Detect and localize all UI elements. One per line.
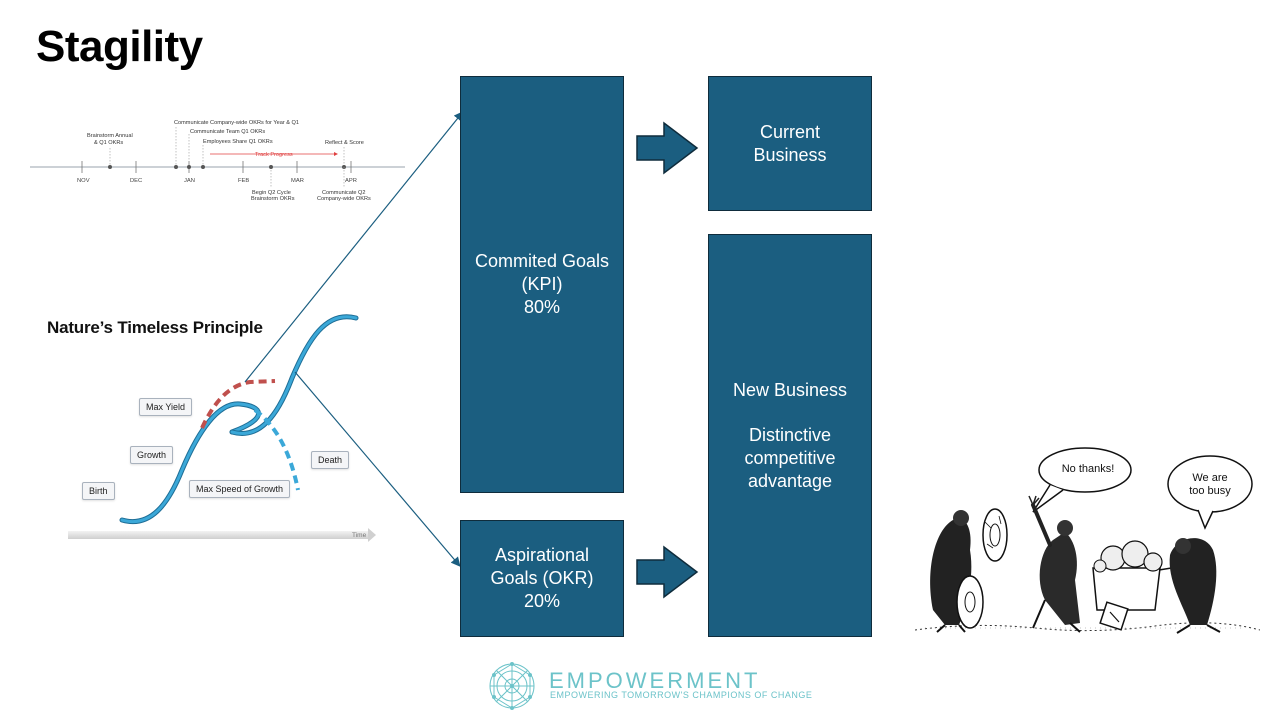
aspirational-goals-box: Aspirational Goals (OKR) 20% <box>460 520 624 637</box>
box-text: Business <box>753 144 827 165</box>
time-axis-label: Time <box>352 532 367 539</box>
current-business-box: Current Business <box>708 76 872 211</box>
speech-bubble-right-text: We are too busy <box>1170 472 1250 498</box>
death-dashed-curve <box>253 408 300 491</box>
box-text: 80% <box>523 297 560 317</box>
nature-title: Nature’s Timeless Principle <box>47 318 263 337</box>
bubble-line: We are <box>1192 472 1228 484</box>
time-axis <box>68 531 368 539</box>
callout-growth: Growth <box>130 446 174 464</box>
empowerment-logo-icon <box>489 662 535 710</box>
box-text: advantage <box>747 470 833 491</box>
arrow-right-icon <box>636 545 699 599</box>
box-text: competitive <box>744 447 836 468</box>
slide-title: Stagility <box>36 22 203 71</box>
box-text: (KPI) <box>521 274 563 294</box>
box-text: Distinctive <box>748 424 831 445</box>
box-text: Commited Goals <box>474 251 610 271</box>
callout-max-yield: Max Yield <box>139 398 193 416</box>
callout-birth: Birth <box>82 482 115 500</box>
box-text: Goals (OKR) <box>490 568 594 588</box>
s-curve-2 <box>230 315 358 435</box>
logo-tagline: EMPOWERING TOMORROW'S CHAMPIONS OF CHANG… <box>550 690 813 700</box>
caveman-figure <box>1169 538 1221 634</box>
box-text <box>733 402 847 424</box>
committed-goals-box: Commited Goals (KPI) 80% <box>460 76 624 493</box>
logo-name: EMPOWERMENT <box>549 668 761 693</box>
arrow-to-aspirational <box>294 371 461 567</box>
stone-wheel-icon <box>956 575 984 629</box>
callout-max-speed: Max Speed of Growth <box>189 480 291 498</box>
speech-bubble-left <box>1038 447 1132 493</box>
caveman-figure <box>1028 495 1081 633</box>
stone-wheel-icon <box>982 508 1008 562</box>
bubble-line: too busy <box>1189 485 1231 497</box>
box-text: New Business <box>732 379 848 400</box>
box-text: Aspirational <box>494 545 590 565</box>
box-text: Current <box>759 121 820 142</box>
time-axis-arrow-icon <box>368 528 376 542</box>
arrow-right-icon <box>636 121 699 175</box>
max-yield-dashed-curve <box>200 379 276 429</box>
arrow-to-committed <box>244 111 464 383</box>
new-business-box: New Business Distinctive competitive adv… <box>708 234 872 637</box>
caveman-cartoon <box>915 447 1260 634</box>
speech-bubble-left-text: No thanks! <box>1061 463 1115 475</box>
callout-death: Death <box>311 451 350 469</box>
box-text: 20% <box>523 591 561 611</box>
